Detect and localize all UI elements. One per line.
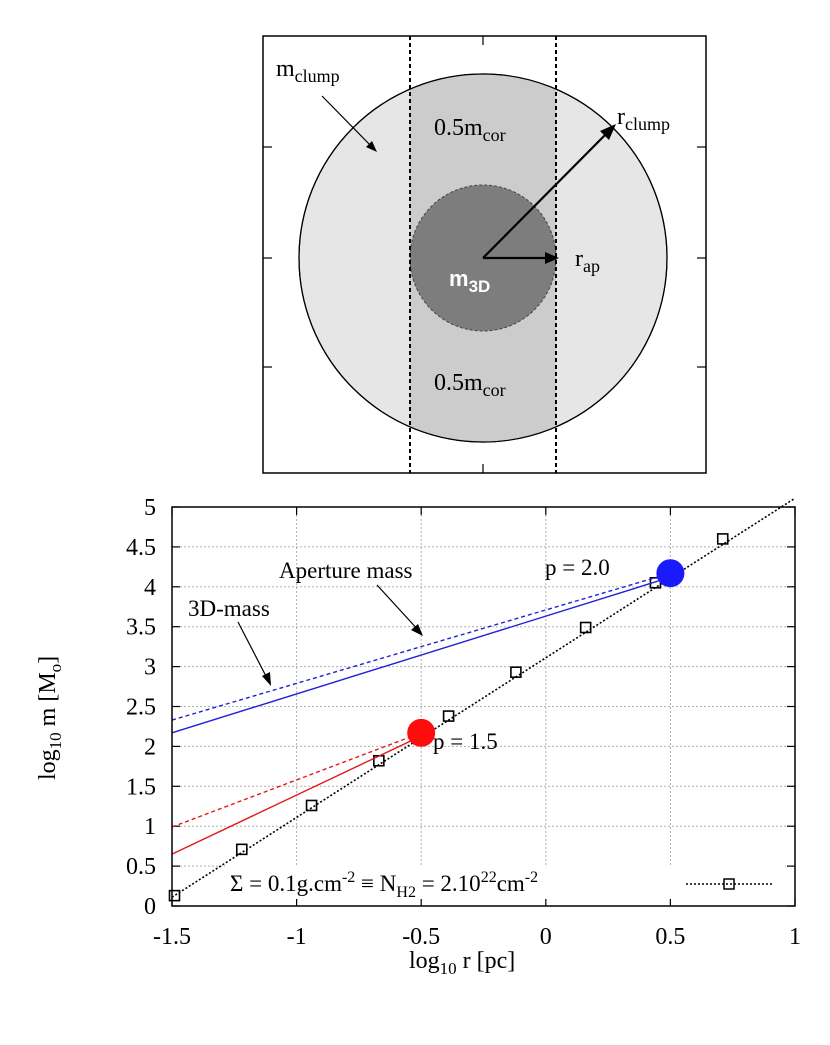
y-tick-label: 5 <box>144 495 156 521</box>
p15-point <box>407 718 436 747</box>
annotation-p2: p = 2.0 <box>545 555 610 580</box>
y-tick-label: 1 <box>144 814 156 840</box>
y-tick-label: 0 <box>144 894 156 920</box>
legend-background <box>225 865 785 899</box>
reference-point <box>579 621 592 634</box>
reference-point <box>442 710 455 722</box>
series <box>168 497 796 902</box>
blue-3d-mass-line <box>171 576 671 734</box>
x-tick-label: -1 <box>287 924 307 950</box>
p2-point <box>656 559 685 588</box>
x-tick-label: 1 <box>789 924 801 950</box>
aperture-mass-arrow <box>376 584 421 633</box>
reference-point <box>168 889 181 902</box>
legend-label: Σ = 0.1g.cm-2 ≡ NH2 = 2.1022cm-2 <box>230 869 538 901</box>
reference-point <box>510 666 522 678</box>
mass-radius-chart: -1.5 -1 -0.5 0 0.5 1 0 0.5 1 1.5 2 2.5 3 3.5 4 4.5 5 Ap… <box>35 495 801 978</box>
mass-3d-label: m3D <box>449 266 490 296</box>
reference-point <box>235 843 248 856</box>
clump-diagram: mclump 0.5mcor 0.5mcor rclump rap m3D <box>262 35 707 474</box>
x-tick-label: -1.5 <box>153 924 191 950</box>
reference-line <box>171 497 796 898</box>
red-3d-mass-line <box>171 735 422 855</box>
y-tick-label: 2 <box>144 734 156 760</box>
legend: Σ = 0.1g.cm-2 ≡ NH2 = 2.1022cm-2 <box>225 865 785 901</box>
3d-mass-arrow <box>237 621 269 681</box>
clump-mass-arrowhead <box>366 141 377 152</box>
y-tick-label: 4 <box>144 575 156 601</box>
aperture-radius-label: rap <box>575 246 600 276</box>
clump-radius-arrowhead <box>600 124 616 140</box>
cor-bottom-label: 0.5mcor <box>434 370 506 400</box>
aperture-mass-arrowhead <box>411 624 423 636</box>
aperture-radius-arrowhead <box>545 252 559 264</box>
y-tick-label: 3 <box>144 655 156 681</box>
clump-outline <box>298 73 668 443</box>
y-tick-label: 1.5 <box>126 774 156 800</box>
y-tick-label: 2.5 <box>126 695 156 721</box>
reference-point <box>716 533 729 545</box>
annotation-3d-mass: 3D-mass <box>188 596 270 621</box>
highlight-points <box>407 559 685 747</box>
x-tick-label: 0.5 <box>655 924 685 950</box>
plot-frame <box>171 506 796 907</box>
legend-marker <box>723 878 735 890</box>
annotation-aperture-mass: Aperture mass <box>279 558 413 583</box>
y-tick-label: 3.5 <box>126 615 156 641</box>
x-tick-label: -0.5 <box>402 924 440 950</box>
y-axis-label: log10 m [Mo] <box>35 656 65 780</box>
y-axis-ticks: 0 0.5 1 1.5 2 2.5 3 3.5 4 4.5 5 <box>126 495 795 920</box>
grid <box>172 507 795 906</box>
red-aperture-mass-line <box>171 732 422 828</box>
annotation-p15: p = 1.5 <box>433 729 498 754</box>
y-tick-label: 0.5 <box>126 854 156 880</box>
clump-radius-arrow <box>482 129 611 259</box>
clump-radius-label: rclump <box>617 104 670 134</box>
diagram-ticks <box>263 36 706 473</box>
x-axis-label: log10 r [pc] <box>409 948 515 978</box>
clump-mass-arrow <box>321 95 376 151</box>
reference-point <box>305 799 318 812</box>
cor-top-label: 0.5mcor <box>434 115 506 145</box>
x-tick-label: 0 <box>540 924 552 950</box>
3d-mass-arrowhead <box>262 672 271 686</box>
blue-aperture-mass-line <box>171 572 671 721</box>
y-tick-label: 4.5 <box>126 535 156 561</box>
clump-mass-label: mclump <box>276 56 340 86</box>
